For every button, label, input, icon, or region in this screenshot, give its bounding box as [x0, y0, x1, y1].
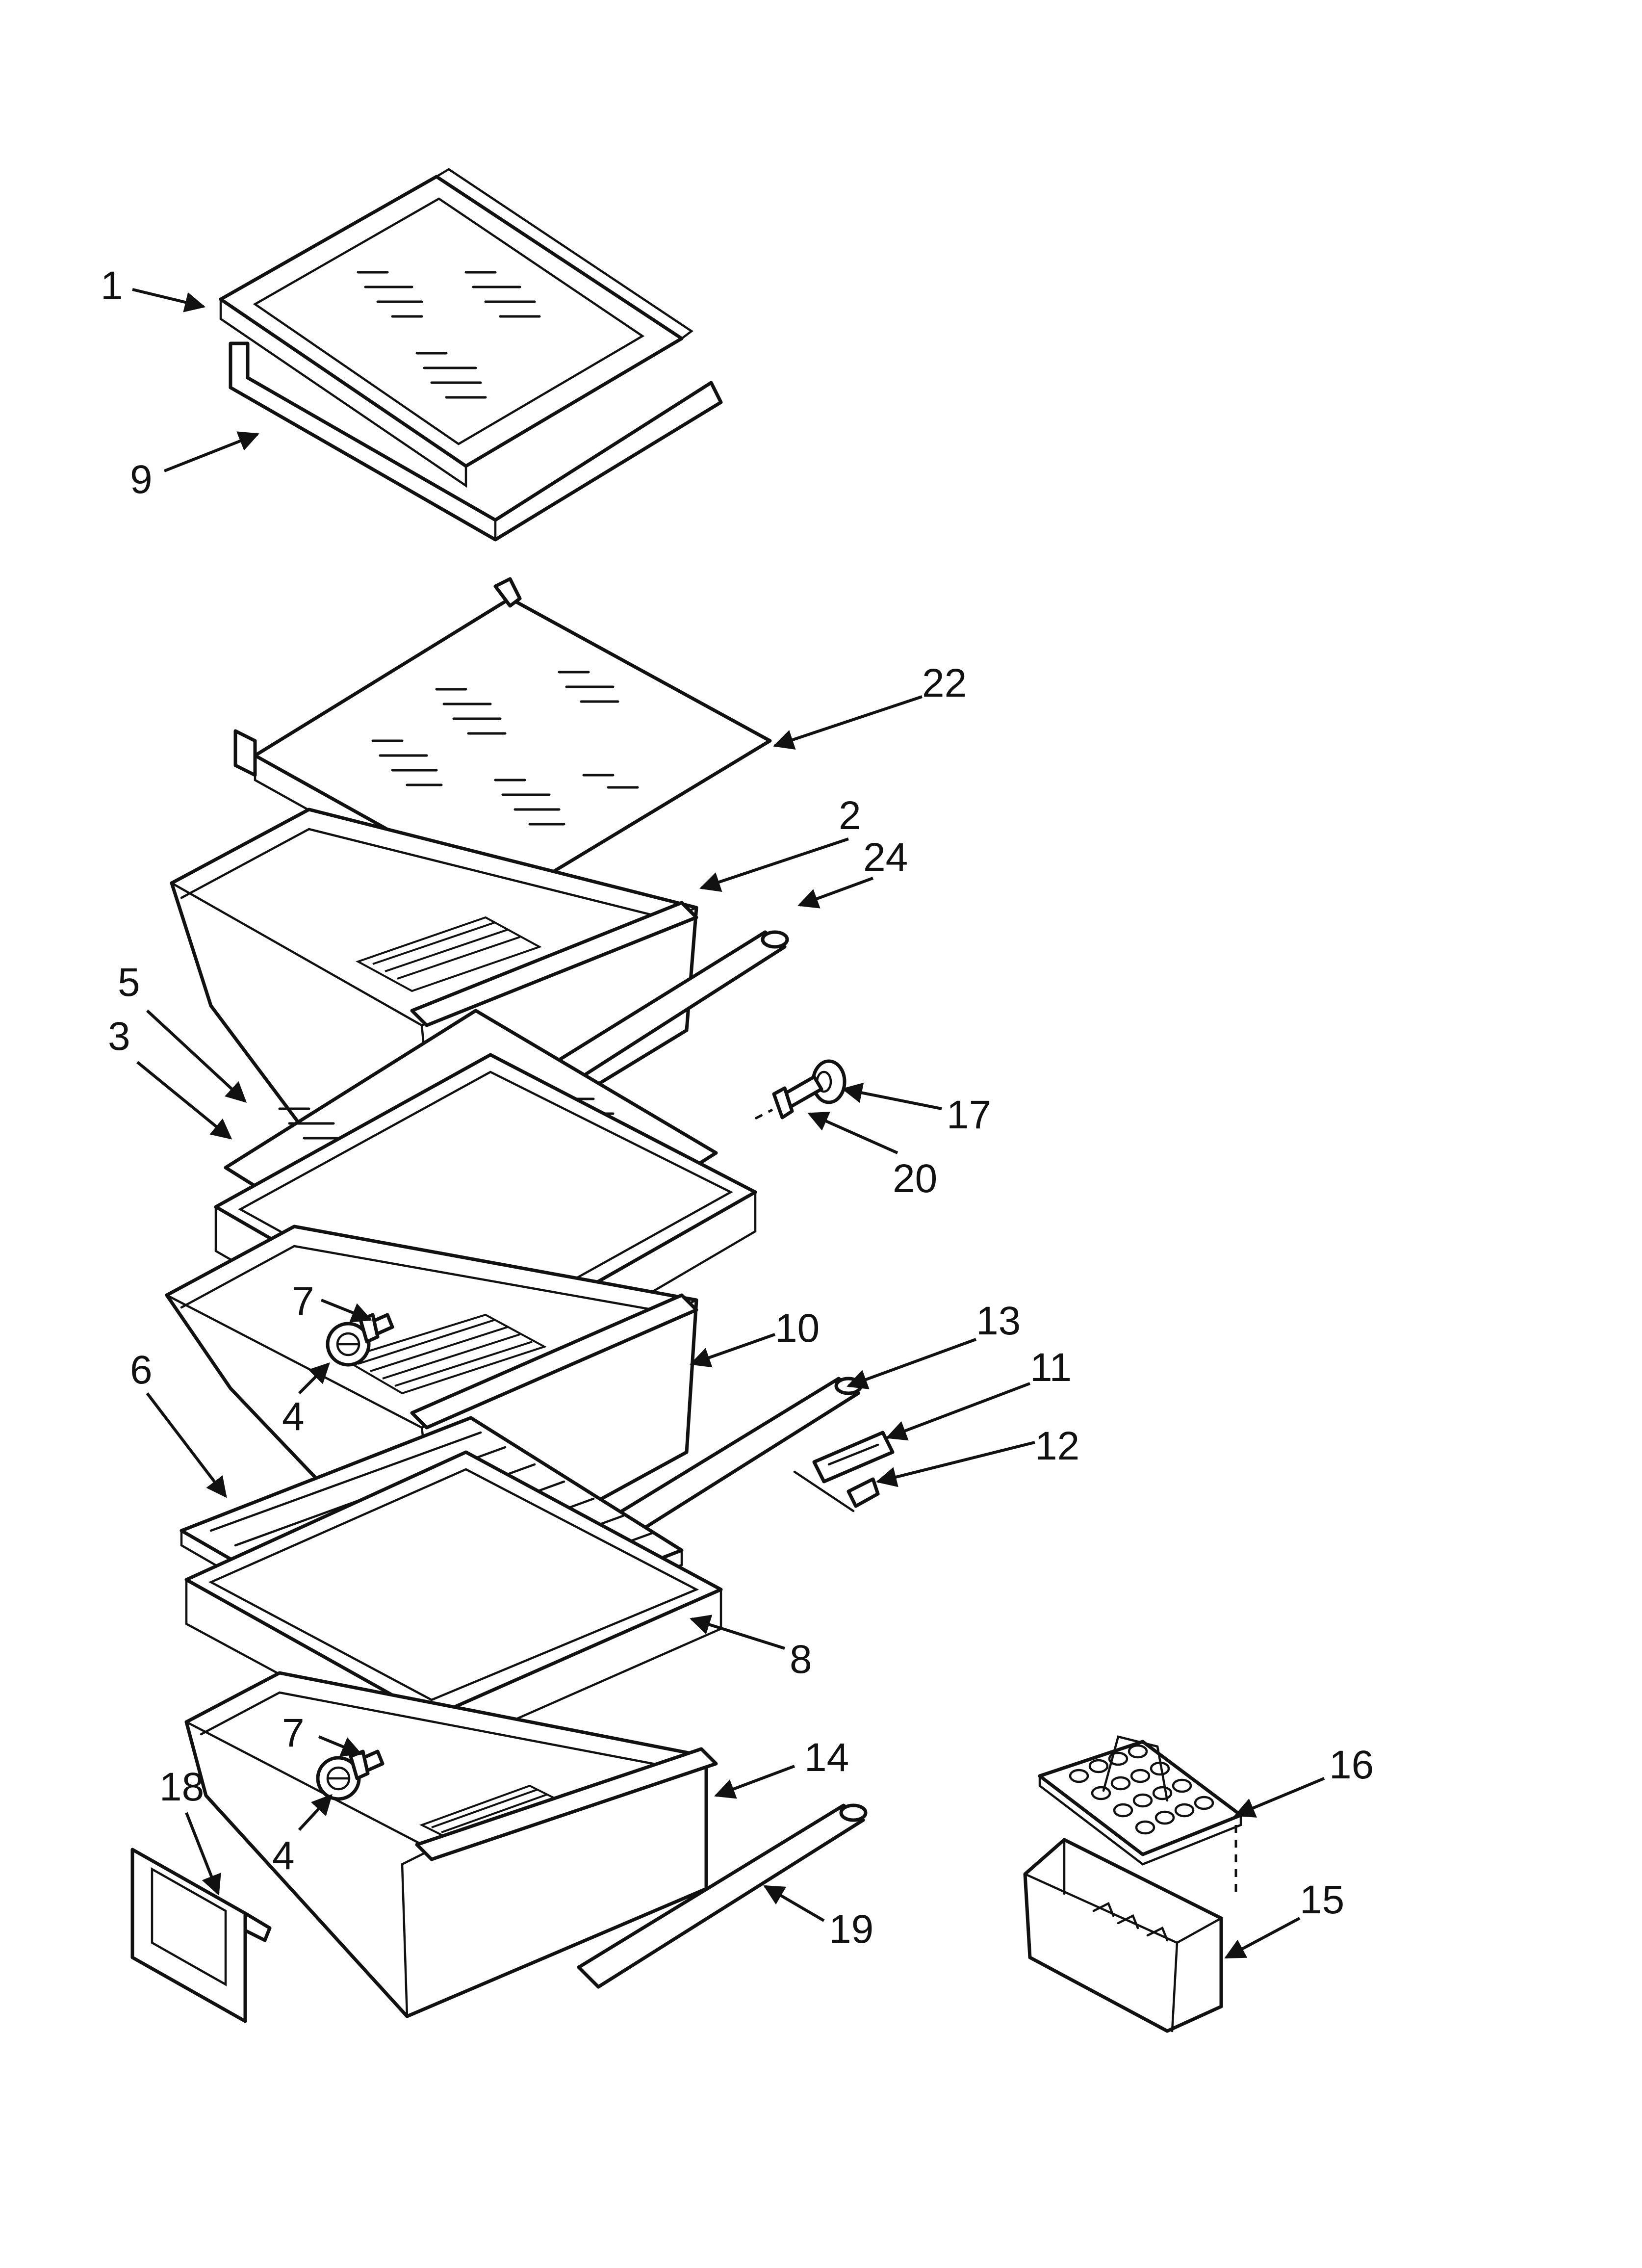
- part-12-clip: [793, 1470, 880, 1512]
- part-11-control-slider: [812, 1431, 895, 1484]
- leader-lines: [132, 288, 1325, 1959]
- callout-11: 11: [1030, 1345, 1072, 1390]
- callout-10: 10: [775, 1306, 820, 1351]
- callout-9: 9: [130, 457, 153, 502]
- part-19-rail: [577, 1803, 868, 1989]
- shelf-1-glass-marks: [357, 271, 541, 399]
- part-4-roller-upper: [326, 1322, 371, 1367]
- part-1-glass-shelf: [219, 168, 693, 488]
- callout-7-upper: 7: [292, 1279, 314, 1324]
- callout-20: 20: [893, 1156, 937, 1201]
- callout-12: 12: [1035, 1424, 1079, 1468]
- callout-7-lower: 7: [282, 1711, 305, 1755]
- callout-19: 19: [829, 1907, 873, 1952]
- callout-14: 14: [804, 1735, 849, 1780]
- callout-15: 15: [1300, 1877, 1344, 1922]
- callout-13: 13: [976, 1299, 1021, 1343]
- callout-24: 24: [863, 835, 908, 880]
- callout-22: 22: [922, 661, 967, 705]
- callout-6: 6: [130, 1348, 153, 1392]
- part-20-screw: [772, 1075, 823, 1120]
- part-18-badge: [130, 1848, 272, 2023]
- callout-labels: 1 9 22 2 24 5 3 17 20 7 10 13 4 11 6 12 …: [101, 263, 1374, 1952]
- callout-4-upper: 4: [282, 1394, 305, 1439]
- part-17-roller: [811, 1059, 847, 1104]
- callout-5: 5: [118, 960, 140, 1005]
- part-22-shelf: [233, 577, 772, 924]
- egg-tray-holes: [1069, 1744, 1214, 1835]
- callout-8: 8: [790, 1637, 812, 1682]
- callout-2: 2: [839, 793, 861, 838]
- callout-18: 18: [159, 1765, 204, 1809]
- callout-16: 16: [1329, 1743, 1374, 1787]
- callout-3: 3: [108, 1014, 130, 1059]
- callout-1: 1: [101, 263, 123, 308]
- crisper-2-grille: [356, 916, 542, 992]
- callout-17: 17: [947, 1093, 991, 1137]
- part-16-egg-tray-lid: [1038, 1735, 1243, 1866]
- shelf-22-marks: [371, 671, 639, 826]
- part-9-shelf-frame: [229, 341, 723, 542]
- part-14-drawer: [184, 1671, 718, 2018]
- part-15-egg-bin: [1023, 1838, 1223, 2033]
- callout-4-lower: 4: [272, 1833, 295, 1878]
- drawer-10-grille: [341, 1313, 547, 1395]
